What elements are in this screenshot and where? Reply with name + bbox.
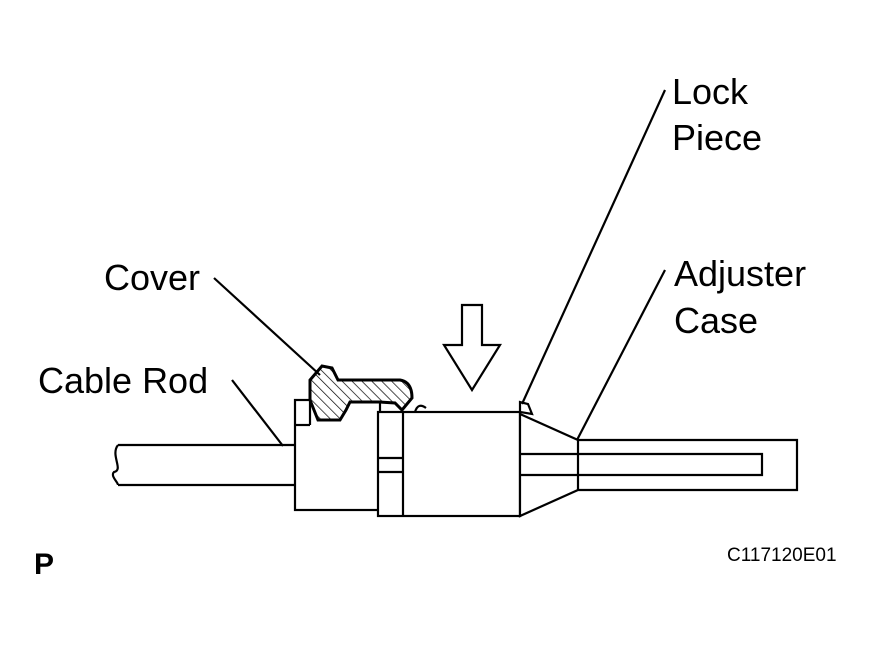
cable-rod-label: Cable Rod bbox=[38, 360, 208, 401]
cover-part bbox=[308, 364, 414, 422]
adjuster-case bbox=[518, 412, 799, 518]
main-body bbox=[376, 404, 522, 518]
cable-rod bbox=[111, 443, 295, 487]
push-down-arrow-icon bbox=[442, 303, 502, 393]
lock-piece bbox=[518, 400, 534, 416]
adjuster-case-label-line1: Adjuster bbox=[674, 253, 806, 294]
lock-piece-label-line2: Piece bbox=[672, 117, 762, 158]
figure-code: C117120E01 bbox=[727, 545, 837, 566]
leader-lines bbox=[213, 89, 667, 447]
adjuster-case-label-line2: Case bbox=[674, 300, 758, 341]
lock-piece-label-line1: Lock bbox=[672, 71, 749, 112]
page-mark: P bbox=[34, 548, 54, 581]
cover-label: Cover bbox=[104, 257, 200, 298]
